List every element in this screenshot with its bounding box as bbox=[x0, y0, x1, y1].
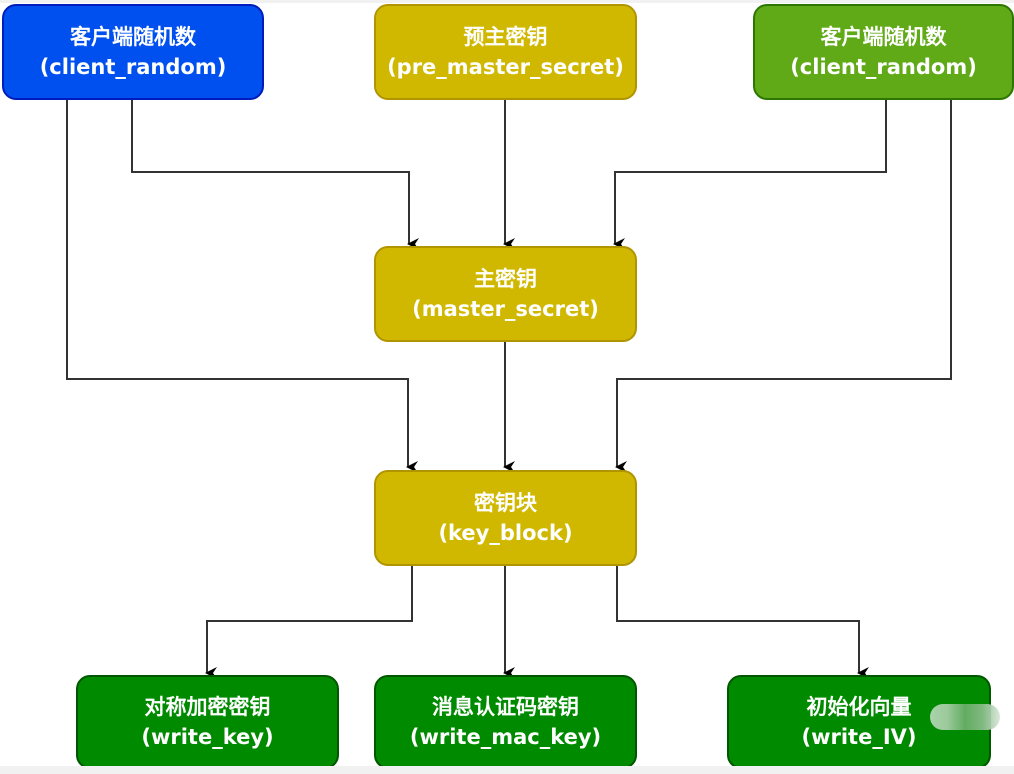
node-label-cn: 初始化向量 bbox=[806, 695, 912, 719]
node-label-en: (client_random) bbox=[790, 55, 977, 79]
node-label-en: (master_secret) bbox=[412, 297, 599, 321]
node-label-en: (key_block) bbox=[438, 521, 573, 545]
edge-client-random-right-to-key-block bbox=[615, 99, 952, 473]
node-master-secret[interactable]: 主密钥 (master_secret) bbox=[374, 246, 637, 342]
edge-key-block-to-write-key bbox=[205, 566, 413, 679]
node-label-en: (pre_master_secret) bbox=[387, 55, 624, 79]
node-client-random-right[interactable]: 客户端随机数 (client_random) bbox=[753, 4, 1014, 100]
node-label-cn: 消息认证码密钥 bbox=[432, 695, 579, 719]
edge-client-random-left-to-key-block bbox=[66, 99, 418, 473]
node-label-cn: 客户端随机数 bbox=[820, 25, 947, 49]
node-label-cn: 预主密钥 bbox=[463, 25, 548, 49]
node-write-mac-key[interactable]: 消息认证码密钥 (write_mac_key) bbox=[374, 675, 637, 769]
node-label-en: (client_random) bbox=[39, 55, 227, 79]
node-pre-master-secret[interactable]: 预主密钥 (pre_master_secret) bbox=[374, 4, 637, 100]
node-write-iv[interactable]: 初始化向量 (write_IV) bbox=[727, 675, 991, 769]
node-label-cn: 密钥块 bbox=[474, 491, 537, 515]
edge-client-random-right-to-master-secret bbox=[613, 99, 887, 250]
node-label-en: (write_IV) bbox=[801, 725, 917, 749]
edge-key-block-to-write-iv bbox=[616, 566, 869, 679]
node-write-key[interactable]: 对称加密密钥 (write_key) bbox=[76, 675, 339, 769]
node-label-cn: 对称加密密钥 bbox=[144, 695, 271, 719]
node-key-block[interactable]: 密钥块 (key_block) bbox=[374, 470, 637, 566]
node-label-en: (write_key) bbox=[141, 725, 274, 749]
node-label-en: (write_mac_key) bbox=[409, 725, 602, 749]
watermark-mosaic bbox=[930, 704, 1000, 730]
bottom-border bbox=[0, 766, 1014, 774]
top-border bbox=[0, 0, 1014, 3]
node-label-cn: 主密钥 bbox=[474, 267, 537, 291]
edge-client-random-left-to-master-secret bbox=[131, 99, 419, 250]
node-label-cn: 客户端随机数 bbox=[70, 25, 196, 49]
node-client-random-left[interactable]: 客户端随机数 (client_random) bbox=[2, 4, 264, 100]
